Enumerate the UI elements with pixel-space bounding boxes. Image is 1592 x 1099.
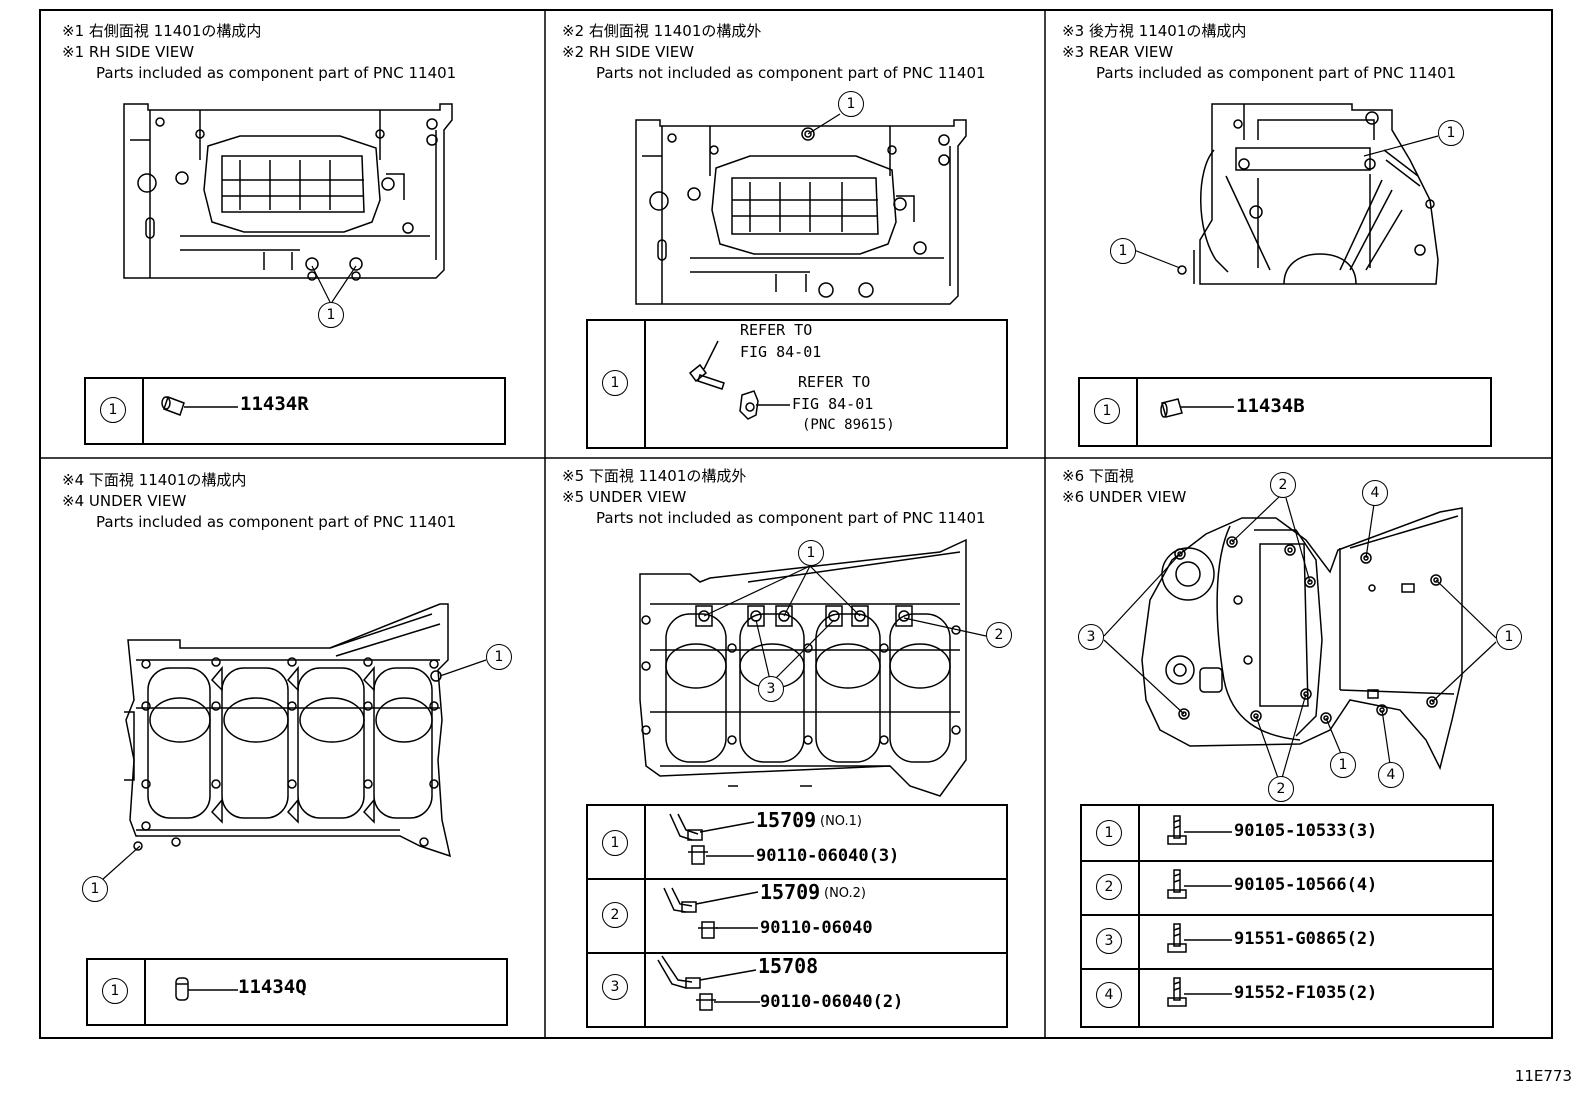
callout-1: 1 bbox=[1330, 752, 1356, 778]
panel-title-en: ※5 UNDER VIEW bbox=[562, 488, 687, 506]
bolt-code: 90105-10566(4) bbox=[1234, 875, 1378, 895]
callout-2: 2 bbox=[986, 622, 1012, 648]
panel-title-jp: ※4 下面視 11401の構成内 bbox=[62, 471, 247, 489]
callout-1: 1 bbox=[838, 91, 864, 117]
legend-table-panel-1: 1 11434R bbox=[84, 377, 506, 445]
part-code: 15709 bbox=[760, 880, 821, 904]
panel-title-en: ※4 UNDER VIEW bbox=[62, 492, 187, 510]
legend-callout-4: 4 bbox=[1096, 982, 1122, 1008]
panel-title-en: ※6 UNDER VIEW bbox=[1062, 488, 1187, 506]
refer-to-label: REFER TO bbox=[798, 373, 871, 391]
pnc-label: (PNC 89615) bbox=[802, 417, 895, 433]
legend-table-panel-3: 1 11434B bbox=[1078, 377, 1492, 447]
refer-fig-label: FIG 84-01 bbox=[740, 343, 822, 361]
refer-to-label: REFER TO bbox=[740, 321, 813, 339]
figure-id: 11E773 bbox=[1514, 1067, 1572, 1085]
panel-title-en: ※3 REAR VIEW bbox=[1062, 43, 1174, 61]
callout-3: 3 bbox=[1078, 624, 1104, 650]
callout-1: 1 bbox=[1496, 624, 1522, 650]
part-code: 11434Q bbox=[238, 976, 307, 998]
legend-callout-1: 1 bbox=[602, 830, 628, 856]
part-note: (NO.2) bbox=[824, 886, 866, 901]
callout-1: 1 bbox=[486, 644, 512, 670]
panel-description: Parts included as component part of PNC … bbox=[1096, 64, 1457, 82]
panel-title-jp: ※1 右側面視 11401の構成内 bbox=[62, 22, 262, 40]
callout-1: 1 bbox=[318, 302, 344, 328]
bolt-icons bbox=[1167, 815, 1232, 1007]
bolt-code: 91552-F1035(2) bbox=[1234, 983, 1378, 1003]
panel-title-jp: ※5 下面視 11401の構成外 bbox=[562, 467, 747, 485]
bolt-code: 90110-06040(3) bbox=[756, 846, 900, 866]
legend-table-panel-4: 1 11434Q bbox=[86, 958, 508, 1026]
part-code: 11434R bbox=[240, 393, 309, 415]
panel-description: Parts included as component part of PNC … bbox=[96, 64, 457, 82]
panel-description: Parts not included as component part of … bbox=[596, 64, 986, 82]
bolt-code: 90110-06040 bbox=[760, 918, 873, 938]
panel-title-jp: ※6 下面視 bbox=[1062, 467, 1134, 485]
legend-table-panel-5: 1 2 3 15709 (NO.1) 90110-06040(3) bbox=[586, 804, 1008, 1028]
legend-callout-1: 1 bbox=[1096, 820, 1122, 846]
callout-1: 1 bbox=[1110, 238, 1136, 264]
bolt-code: 90110-06040(2) bbox=[760, 992, 904, 1012]
bolt-code: 91551-G0865(2) bbox=[1234, 929, 1378, 949]
refer-fig-label: FIG 84-01 bbox=[792, 395, 874, 413]
plug-icon bbox=[1160, 398, 1234, 418]
panel-title-en: ※1 RH SIDE VIEW bbox=[62, 43, 195, 61]
legend-callout-1: 1 bbox=[602, 370, 628, 396]
legend-callout-1: 1 bbox=[102, 978, 128, 1004]
callout-4: 4 bbox=[1362, 480, 1388, 506]
pin-icon bbox=[175, 977, 238, 1001]
panel-title-jp: ※2 右側面視 11401の構成外 bbox=[562, 22, 762, 40]
legend-callout-3: 3 bbox=[602, 974, 628, 1000]
panel-title-en: ※2 RH SIDE VIEW bbox=[562, 43, 695, 61]
oil-jet-icons bbox=[657, 813, 760, 1011]
legend-table-panel-2: 1 REFER TO FIG 84-01 REFER TO FIG 84-01 … bbox=[586, 319, 1008, 449]
bolt-and-bracket-icon bbox=[688, 340, 790, 420]
part-code: 15709 bbox=[756, 808, 817, 832]
callout-1: 1 bbox=[82, 876, 108, 902]
legend-table-panel-6: 1 2 3 4 bbox=[1080, 804, 1494, 1028]
callout-2: 2 bbox=[1268, 776, 1294, 802]
legend-callout-1: 1 bbox=[1094, 398, 1120, 424]
panel-description: Parts not included as component part of … bbox=[596, 509, 986, 527]
part-note: (NO.1) bbox=[820, 814, 862, 829]
callout-1: 1 bbox=[1438, 120, 1464, 146]
callout-1: 1 bbox=[798, 540, 824, 566]
part-code: 15708 bbox=[758, 954, 819, 978]
callout-3: 3 bbox=[758, 676, 784, 702]
legend-callout-2: 2 bbox=[1096, 874, 1122, 900]
legend-callout-2: 2 bbox=[602, 902, 628, 928]
legend-callout-3: 3 bbox=[1096, 928, 1122, 954]
panel-title-jp: ※3 後方視 11401の構成内 bbox=[1062, 22, 1247, 40]
plug-icon bbox=[161, 396, 238, 416]
callout-4: 4 bbox=[1378, 762, 1404, 788]
panel-description: Parts included as component part of PNC … bbox=[96, 513, 457, 531]
legend-callout-1: 1 bbox=[100, 397, 126, 423]
callout-2: 2 bbox=[1270, 472, 1296, 498]
part-code: 11434B bbox=[1236, 395, 1305, 417]
bolt-code: 90105-10533(3) bbox=[1234, 821, 1378, 841]
